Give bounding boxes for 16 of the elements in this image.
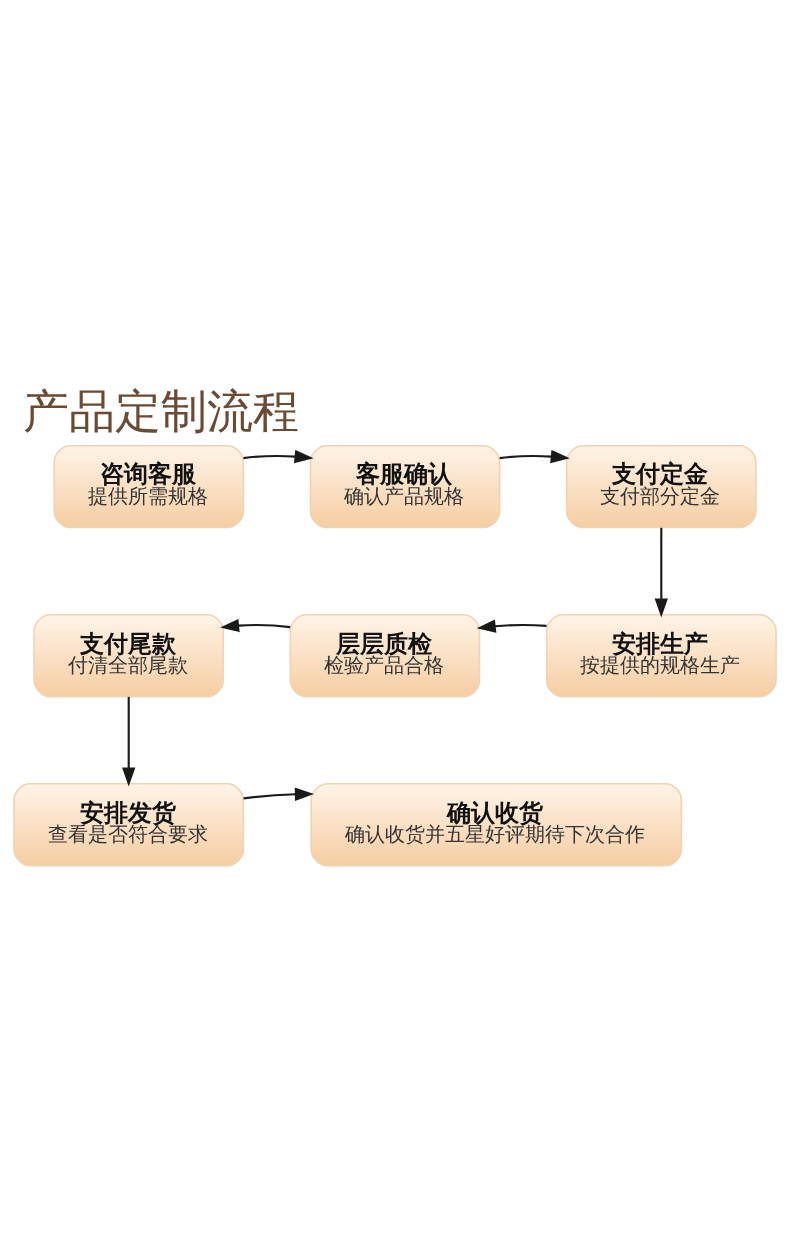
node-box: 安排发货 查看是否符合要求 xyxy=(13,782,245,866)
arrow xyxy=(220,618,291,632)
arrow xyxy=(499,449,570,463)
node-box: 咨询客服 提供所需规格 xyxy=(53,444,245,528)
diagram-title: 产品定制流程 xyxy=(22,384,299,438)
node-box: 客服确认 确认产品规格 xyxy=(309,444,501,528)
node-box: 支付定金 支付部分定金 xyxy=(565,444,757,528)
arrow xyxy=(122,696,136,787)
arrow xyxy=(243,787,314,801)
arrow xyxy=(476,619,547,633)
arrow xyxy=(654,527,668,617)
node-box: 安排生产 按提供的规格生产 xyxy=(545,613,777,697)
node-box: 确认收货 确认收货并五星好评期待下次合作 xyxy=(310,782,683,866)
node-box: 支付尾款 付清全部尾款 xyxy=(33,613,225,697)
arrow xyxy=(243,449,314,463)
node-box: 层层质检 检验产品合格 xyxy=(289,613,481,697)
